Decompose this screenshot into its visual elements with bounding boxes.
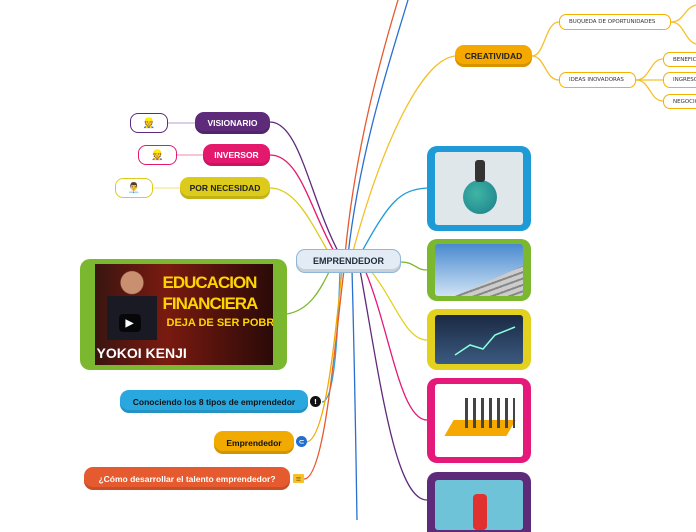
connector-lines — [153, 0, 696, 520]
video-speaker-name: YOKOI KENJI — [96, 345, 187, 361]
video-title-line3: DEJA DE SER POBRE — [166, 317, 273, 329]
chart-image — [454, 326, 516, 356]
globe-image — [463, 180, 497, 214]
worker-icon: 👷 — [142, 117, 156, 129]
exclamation-icon[interactable]: ! — [310, 396, 321, 407]
visionario-emoji-bubble: 👷 — [130, 113, 168, 133]
video-title-line1: EDUCACION — [162, 273, 258, 292]
image-card-globe[interactable] — [427, 146, 531, 231]
video-title-line2: FINANCIERA — [162, 294, 259, 313]
inversor-emoji-bubble: 👷 — [138, 145, 177, 165]
image-card-leader[interactable] — [427, 378, 531, 463]
como-desarrollar-link-node[interactable]: ¿Cómo desarrollar el talento emprendedor… — [84, 467, 290, 490]
link-icon[interactable]: ⊂ — [296, 436, 307, 447]
central-topic[interactable]: EMPRENDEDOR — [296, 249, 401, 273]
video-thumbnail[interactable]: EDUCACION FINANCIERA DEJA DE SER POBRE Y… — [94, 264, 273, 365]
creatividad-node[interactable]: CREATIVIDAD — [455, 45, 532, 67]
hero-figure — [473, 494, 487, 530]
visionario-node[interactable]: VISIONARIO — [195, 112, 270, 134]
por-necesidad-node[interactable]: POR NECESIDAD — [180, 177, 270, 199]
telescope-figure — [475, 160, 485, 182]
negocios-node[interactable]: NEGOCIOS — [663, 94, 696, 109]
image-card-chart[interactable] — [427, 309, 531, 370]
worker-icon: 👷 — [151, 149, 164, 161]
businessman-icon: 👨‍💼 — [127, 182, 141, 194]
ingresos-node[interactable]: INGRESOS — [663, 72, 696, 88]
play-icon[interactable]: ▶ — [118, 314, 141, 332]
video-card[interactable]: EDUCACION FINANCIERA DEJA DE SER POBRE Y… — [80, 259, 287, 370]
inversor-node[interactable]: INVERSOR — [203, 144, 270, 166]
conociendo-link-node[interactable]: Conociendo los 8 tipos de emprendedor — [120, 390, 308, 413]
stairs-image — [455, 266, 523, 296]
ideas-inovadoras-node[interactable]: IDEAS INOVADORAS — [559, 72, 636, 88]
buqueda-oportunidades-node[interactable]: BUQUEDA DE OPORTUNIDADES — [559, 14, 671, 30]
image-card-hero[interactable] — [427, 472, 531, 532]
image-card-stairs[interactable] — [427, 239, 531, 301]
note-icon[interactable]: ≡ — [293, 474, 304, 483]
emprendedor-link-node[interactable]: Emprendedor — [214, 431, 294, 454]
por-necesidad-emoji-bubble: 👨‍💼 — [115, 178, 153, 198]
beneficios-node[interactable]: BENEFICIOS — [663, 52, 696, 67]
figures-image — [465, 398, 515, 428]
